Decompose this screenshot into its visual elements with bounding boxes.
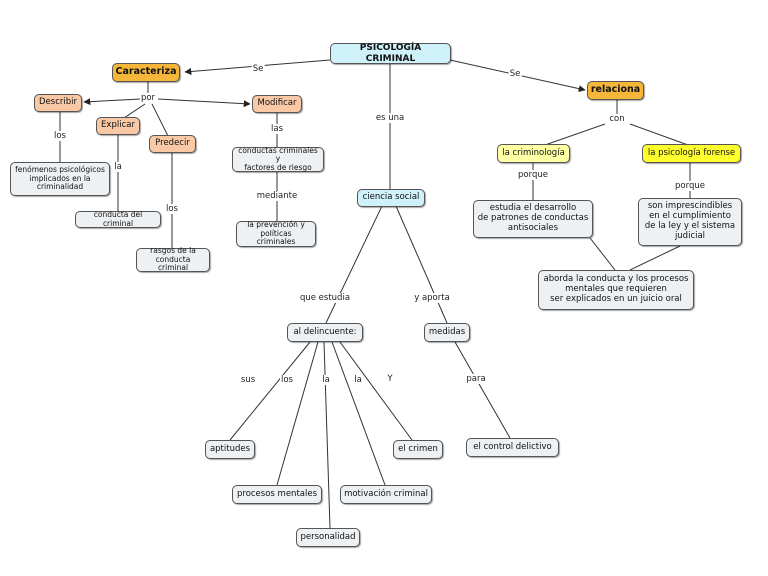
predecir-node: Predecir bbox=[149, 135, 196, 153]
control-delictivo-node: el control delictivo bbox=[466, 438, 559, 457]
link-label-las: las bbox=[270, 124, 284, 134]
conducta-criminal-node: conducta del criminal bbox=[75, 210, 161, 228]
delincuente-node: al delincuente: bbox=[287, 323, 363, 342]
medidas-node: medidas bbox=[424, 323, 470, 342]
link-label-la-1: la bbox=[321, 375, 331, 385]
link-label-los-predecir: los bbox=[165, 204, 179, 214]
link-label-para: para bbox=[465, 374, 487, 384]
rasgos-node: rasgos de la conducta criminal bbox=[136, 246, 210, 272]
modificar-node: Modificar bbox=[252, 95, 302, 113]
fenomenos-node: fenómenos psicológicos implicados en la … bbox=[10, 162, 110, 196]
motivacion-node: motivación criminal bbox=[340, 485, 432, 504]
link-label-con: con bbox=[608, 114, 626, 124]
link-label-se-left: Se bbox=[251, 64, 265, 74]
link-label-por: por bbox=[139, 93, 157, 103]
link-label-y: Y bbox=[386, 374, 394, 384]
link-label-la-explicar: la bbox=[113, 162, 123, 172]
link-label-que-estudia: que estudia bbox=[298, 293, 352, 303]
caracteriza-node: Caracteriza bbox=[112, 63, 180, 82]
estudia-node: estudia el desarrollo de patrones de con… bbox=[473, 200, 593, 238]
relaciona-node: relaciona bbox=[587, 81, 644, 100]
crimen-node: el crimen bbox=[393, 440, 443, 459]
link-label-la-2: la bbox=[353, 375, 363, 385]
explicar-node: Explicar bbox=[96, 117, 140, 135]
link-label-los-delincuente: los bbox=[280, 375, 294, 385]
link-label-mediante: mediante bbox=[255, 191, 299, 201]
link-label-porque-2: porque bbox=[674, 181, 706, 191]
link-label-y-aporta: y aporta bbox=[413, 293, 451, 303]
link-label-los-describir: los bbox=[53, 131, 67, 141]
procesos-mentales-node: procesos mentales bbox=[232, 485, 322, 504]
link-label-es-una: es una bbox=[374, 113, 406, 123]
criminologia-node: la criminología bbox=[497, 144, 570, 163]
ciencia-social-node: ciencia social bbox=[357, 189, 425, 207]
link-label-porque-1: porque bbox=[517, 170, 549, 180]
psicologia-forense-node: la psicología forense bbox=[642, 144, 741, 163]
imprescindibles-node: son imprescindibles en el cumplimiento d… bbox=[638, 198, 742, 246]
aborda-node: aborda la conducta y los procesos mental… bbox=[538, 270, 694, 310]
link-label-se-right: Se bbox=[508, 69, 522, 79]
aptitudes-node: aptitudes bbox=[205, 440, 255, 459]
personalidad-node: personalidad bbox=[296, 528, 360, 547]
link-label-sus: sus bbox=[239, 375, 257, 385]
prevencion-node: la prevención y políticas criminales bbox=[236, 220, 316, 247]
describir-node: Describir bbox=[34, 94, 82, 112]
conductas-criminales-node: conductas criminales y factores de riesg… bbox=[232, 146, 324, 172]
root-node: PSICOLOGÍA CRIMINAL bbox=[330, 43, 451, 64]
